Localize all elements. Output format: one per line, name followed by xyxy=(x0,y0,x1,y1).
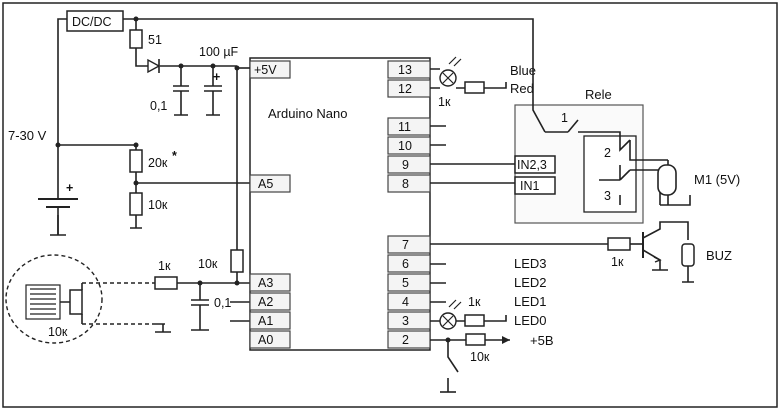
pin-a1: A1 xyxy=(258,314,273,328)
r20k-mark: * xyxy=(172,149,177,163)
r1k-led-top-label: 1к xyxy=(438,95,451,109)
pin-a2: A2 xyxy=(258,295,273,309)
pin2-circuit: 10к +5B xyxy=(430,333,554,393)
r20k-label: 20к xyxy=(148,156,168,170)
dcdc-converter: DC/DC xyxy=(66,10,124,32)
supply-voltage: 7-30 V xyxy=(8,128,47,143)
led3-label: LED3 xyxy=(514,256,547,271)
capacitor-100uf: + 100 µF xyxy=(199,45,239,115)
pin-7: 7 xyxy=(402,238,409,252)
pin-5v: +5V xyxy=(254,63,277,77)
resistor-10k-pullup: 10к xyxy=(198,249,244,273)
r1k-led-bottom-label: 1к xyxy=(468,295,481,309)
relay-module: Rele IN2,3 IN1 1 2 3 xyxy=(136,18,661,224)
r1k-sensor-label: 1к xyxy=(158,259,171,273)
pin-9: 9 xyxy=(402,158,409,172)
c01-top-label: 0,1 xyxy=(150,99,167,113)
motor-label: M1 (5V) xyxy=(694,172,740,187)
pin-11: 11 xyxy=(398,120,411,134)
battery-plus: + xyxy=(66,181,73,195)
r10k-div-label: 10к xyxy=(148,198,168,212)
led-red-label: Red xyxy=(510,81,534,96)
capacitor-01-top: 0,1 xyxy=(150,66,189,115)
rgb-led: 1к Blue Red xyxy=(430,56,536,109)
c01-bottom-label: 0,1 xyxy=(214,296,231,310)
r10k-sensor-label: 10к xyxy=(48,325,68,339)
pin-a5: A5 xyxy=(258,177,273,191)
buzzer-driver: 1к xyxy=(430,221,689,270)
pin-a3: A3 xyxy=(258,276,273,290)
relay-contact-1: 1 xyxy=(561,111,568,125)
resistor-1k-sensor: 1к xyxy=(154,259,178,290)
r10k-pin2-label: 10к xyxy=(470,350,490,364)
dcdc-label: DC/DC xyxy=(72,15,112,29)
pin-5: 5 xyxy=(402,276,409,290)
buzzer-label: BUZ xyxy=(706,248,732,263)
led-bottom: 1к xyxy=(430,295,507,330)
relay-in23: IN2,3 xyxy=(517,158,547,172)
resistor-51: 51 xyxy=(129,29,162,49)
r1k-buz-label: 1к xyxy=(611,255,624,269)
r10k-pullup-label: 10к xyxy=(198,257,218,271)
relay-in1: IN1 xyxy=(520,179,540,193)
supply-pin2-label: +5B xyxy=(530,333,554,348)
pin-12: 12 xyxy=(398,82,412,96)
arduino-title: Arduino Nano xyxy=(268,106,348,121)
led2-label: LED2 xyxy=(514,275,547,290)
battery: + xyxy=(38,181,78,235)
pin-2: 2 xyxy=(402,333,409,347)
sensor-element xyxy=(25,284,61,320)
relay-contact-2: 2 xyxy=(604,146,611,160)
sensor-group: 10к xyxy=(5,254,103,344)
pin-4: 4 xyxy=(402,295,409,309)
capacitor-01-bottom: 0,1 xyxy=(191,283,231,330)
relay-contact-3: 3 xyxy=(604,189,611,203)
r51-label: 51 xyxy=(148,33,162,47)
led1-label: LED1 xyxy=(514,294,547,309)
relay-title: Rele xyxy=(585,87,612,102)
resistor-20k: 20к * xyxy=(129,149,177,173)
pin-8: 8 xyxy=(402,177,409,191)
pin-13: 13 xyxy=(398,63,412,77)
right-pins: 13 12 11 10 9 8 7 6 5 4 3 2 xyxy=(387,60,431,349)
resistor-10k-divider: 10к xyxy=(129,192,168,216)
pin-3: 3 xyxy=(402,314,409,328)
pin-a0: A0 xyxy=(258,333,273,347)
c100-polarity: + xyxy=(213,70,220,84)
motor: M1 (5V) xyxy=(650,159,740,206)
buzzer: BUZ xyxy=(681,243,732,282)
led-blue-label: Blue xyxy=(510,63,536,78)
pin-10: 10 xyxy=(398,139,412,153)
diode xyxy=(147,58,161,74)
left-pins: +5V A5 A3 A2 A1 A0 xyxy=(249,60,291,349)
pin-6: 6 xyxy=(402,257,409,271)
led0-label: LED0 xyxy=(514,313,547,328)
c100-label: 100 µF xyxy=(199,45,239,59)
